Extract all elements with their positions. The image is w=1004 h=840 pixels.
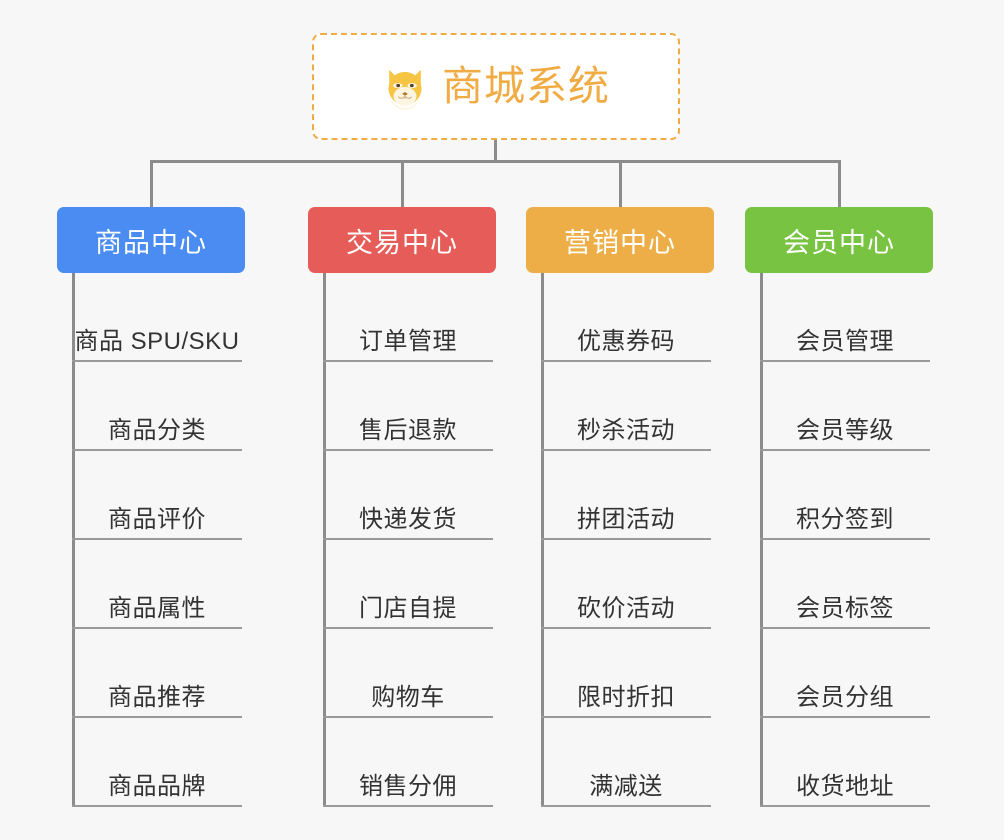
- leaf-item[interactable]: 购物车: [323, 629, 493, 718]
- column-marketing-center: 营销中心 优惠券码 秒杀活动 拼团活动 砍价活动 限时折扣 满减送: [526, 207, 714, 807]
- leaf-label: 收货地址: [796, 773, 894, 801]
- leaf-item[interactable]: 商品品牌: [72, 718, 242, 807]
- leaf-trunk-2: [323, 273, 326, 807]
- category-header-3[interactable]: 营销中心: [526, 207, 714, 273]
- leaf-item[interactable]: 会员标签: [760, 540, 930, 629]
- leaf-label: 门店自提: [359, 595, 457, 623]
- leaf-item[interactable]: 满减送: [541, 718, 711, 807]
- category-title-1: 商品中心: [95, 227, 207, 258]
- connector-horizontal-bus: [150, 160, 840, 163]
- leaf-label: 秒杀活动: [577, 417, 675, 445]
- leaf-label: 砍价活动: [577, 595, 675, 623]
- leaf-trunk-1: [72, 273, 75, 807]
- leaf-label: 商品分类: [108, 417, 206, 445]
- leaf-list-3: 优惠券码 秒杀活动 拼团活动 砍价活动 限时折扣 满减送: [526, 273, 714, 807]
- leaf-label: 商品品牌: [108, 773, 206, 801]
- root-title: 商城系统: [442, 63, 610, 109]
- column-member-center: 会员中心 会员管理 会员等级 积分签到 会员标签 会员分组 收货地址: [745, 207, 933, 807]
- category-header-1[interactable]: 商品中心: [57, 207, 245, 273]
- connector-drop-column-2: [401, 160, 404, 208]
- leaf-item[interactable]: 限时折扣: [541, 629, 711, 718]
- category-title-2: 交易中心: [346, 227, 458, 258]
- leaf-label: 销售分佣: [359, 773, 457, 801]
- category-title-3: 营销中心: [564, 227, 676, 258]
- connector-drop-column-4: [838, 160, 841, 208]
- leaf-item[interactable]: 砍价活动: [541, 540, 711, 629]
- leaf-label: 拼团活动: [577, 506, 675, 534]
- leaf-label: 限时折扣: [577, 684, 675, 712]
- leaf-item[interactable]: 商品分类: [72, 362, 242, 451]
- leaf-label: 商品推荐: [108, 684, 206, 712]
- leaf-trunk-4: [760, 273, 763, 807]
- leaf-item[interactable]: 商品推荐: [72, 629, 242, 718]
- leaf-label: 会员管理: [796, 328, 894, 356]
- leaf-label: 会员等级: [796, 417, 894, 445]
- leaf-trunk-3: [541, 273, 544, 807]
- leaf-label: 订单管理: [359, 328, 457, 356]
- leaf-label: 积分签到: [796, 506, 894, 534]
- shiba-dog-face-icon: [388, 69, 422, 110]
- leaf-item[interactable]: 售后退款: [323, 362, 493, 451]
- leaf-item[interactable]: 门店自提: [323, 540, 493, 629]
- leaf-item[interactable]: 销售分佣: [323, 718, 493, 807]
- leaf-item[interactable]: 秒杀活动: [541, 362, 711, 451]
- category-title-4: 会员中心: [783, 227, 895, 258]
- leaf-label: 会员标签: [796, 595, 894, 623]
- leaf-list-4: 会员管理 会员等级 积分签到 会员标签 会员分组 收货地址: [745, 273, 933, 807]
- leaf-item[interactable]: 收货地址: [760, 718, 930, 807]
- leaf-item[interactable]: 拼团活动: [541, 451, 711, 540]
- column-trade-center: 交易中心 订单管理 售后退款 快递发货 门店自提 购物车 销售分佣: [308, 207, 496, 807]
- leaf-item[interactable]: 订单管理: [323, 273, 493, 362]
- category-header-4[interactable]: 会员中心: [745, 207, 933, 273]
- leaf-label: 会员分组: [796, 684, 894, 712]
- leaf-label: 商品属性: [108, 595, 206, 623]
- connector-drop-column-1: [150, 160, 153, 208]
- leaf-item[interactable]: 会员管理: [760, 273, 930, 362]
- leaf-item[interactable]: 快递发货: [323, 451, 493, 540]
- leaf-label: 商品 SPU/SKU: [74, 328, 240, 356]
- leaf-item[interactable]: 商品 SPU/SKU: [72, 273, 242, 362]
- connector-drop-column-3: [619, 160, 622, 208]
- category-header-2[interactable]: 交易中心: [308, 207, 496, 273]
- leaf-item[interactable]: 会员等级: [760, 362, 930, 451]
- leaf-label: 优惠券码: [577, 328, 675, 356]
- leaf-list-1: 商品 SPU/SKU 商品分类 商品评价 商品属性 商品推荐 商品品牌: [57, 273, 245, 807]
- root-node[interactable]: 商城系统: [312, 33, 680, 140]
- leaf-item[interactable]: 优惠券码: [541, 273, 711, 362]
- leaf-label: 购物车: [371, 684, 445, 712]
- leaf-label: 商品评价: [108, 506, 206, 534]
- leaf-label: 快递发货: [359, 506, 457, 534]
- leaf-label: 满减送: [589, 773, 663, 801]
- column-product-center: 商品中心 商品 SPU/SKU 商品分类 商品评价 商品属性 商品推荐 商品品牌: [57, 207, 245, 807]
- leaf-item[interactable]: 积分签到: [760, 451, 930, 540]
- leaf-list-2: 订单管理 售后退款 快递发货 门店自提 购物车 销售分佣: [308, 273, 496, 807]
- leaf-label: 售后退款: [359, 417, 457, 445]
- leaf-item[interactable]: 商品评价: [72, 451, 242, 540]
- leaf-item[interactable]: 商品属性: [72, 540, 242, 629]
- leaf-item[interactable]: 会员分组: [760, 629, 930, 718]
- connector-root-stem: [494, 140, 497, 162]
